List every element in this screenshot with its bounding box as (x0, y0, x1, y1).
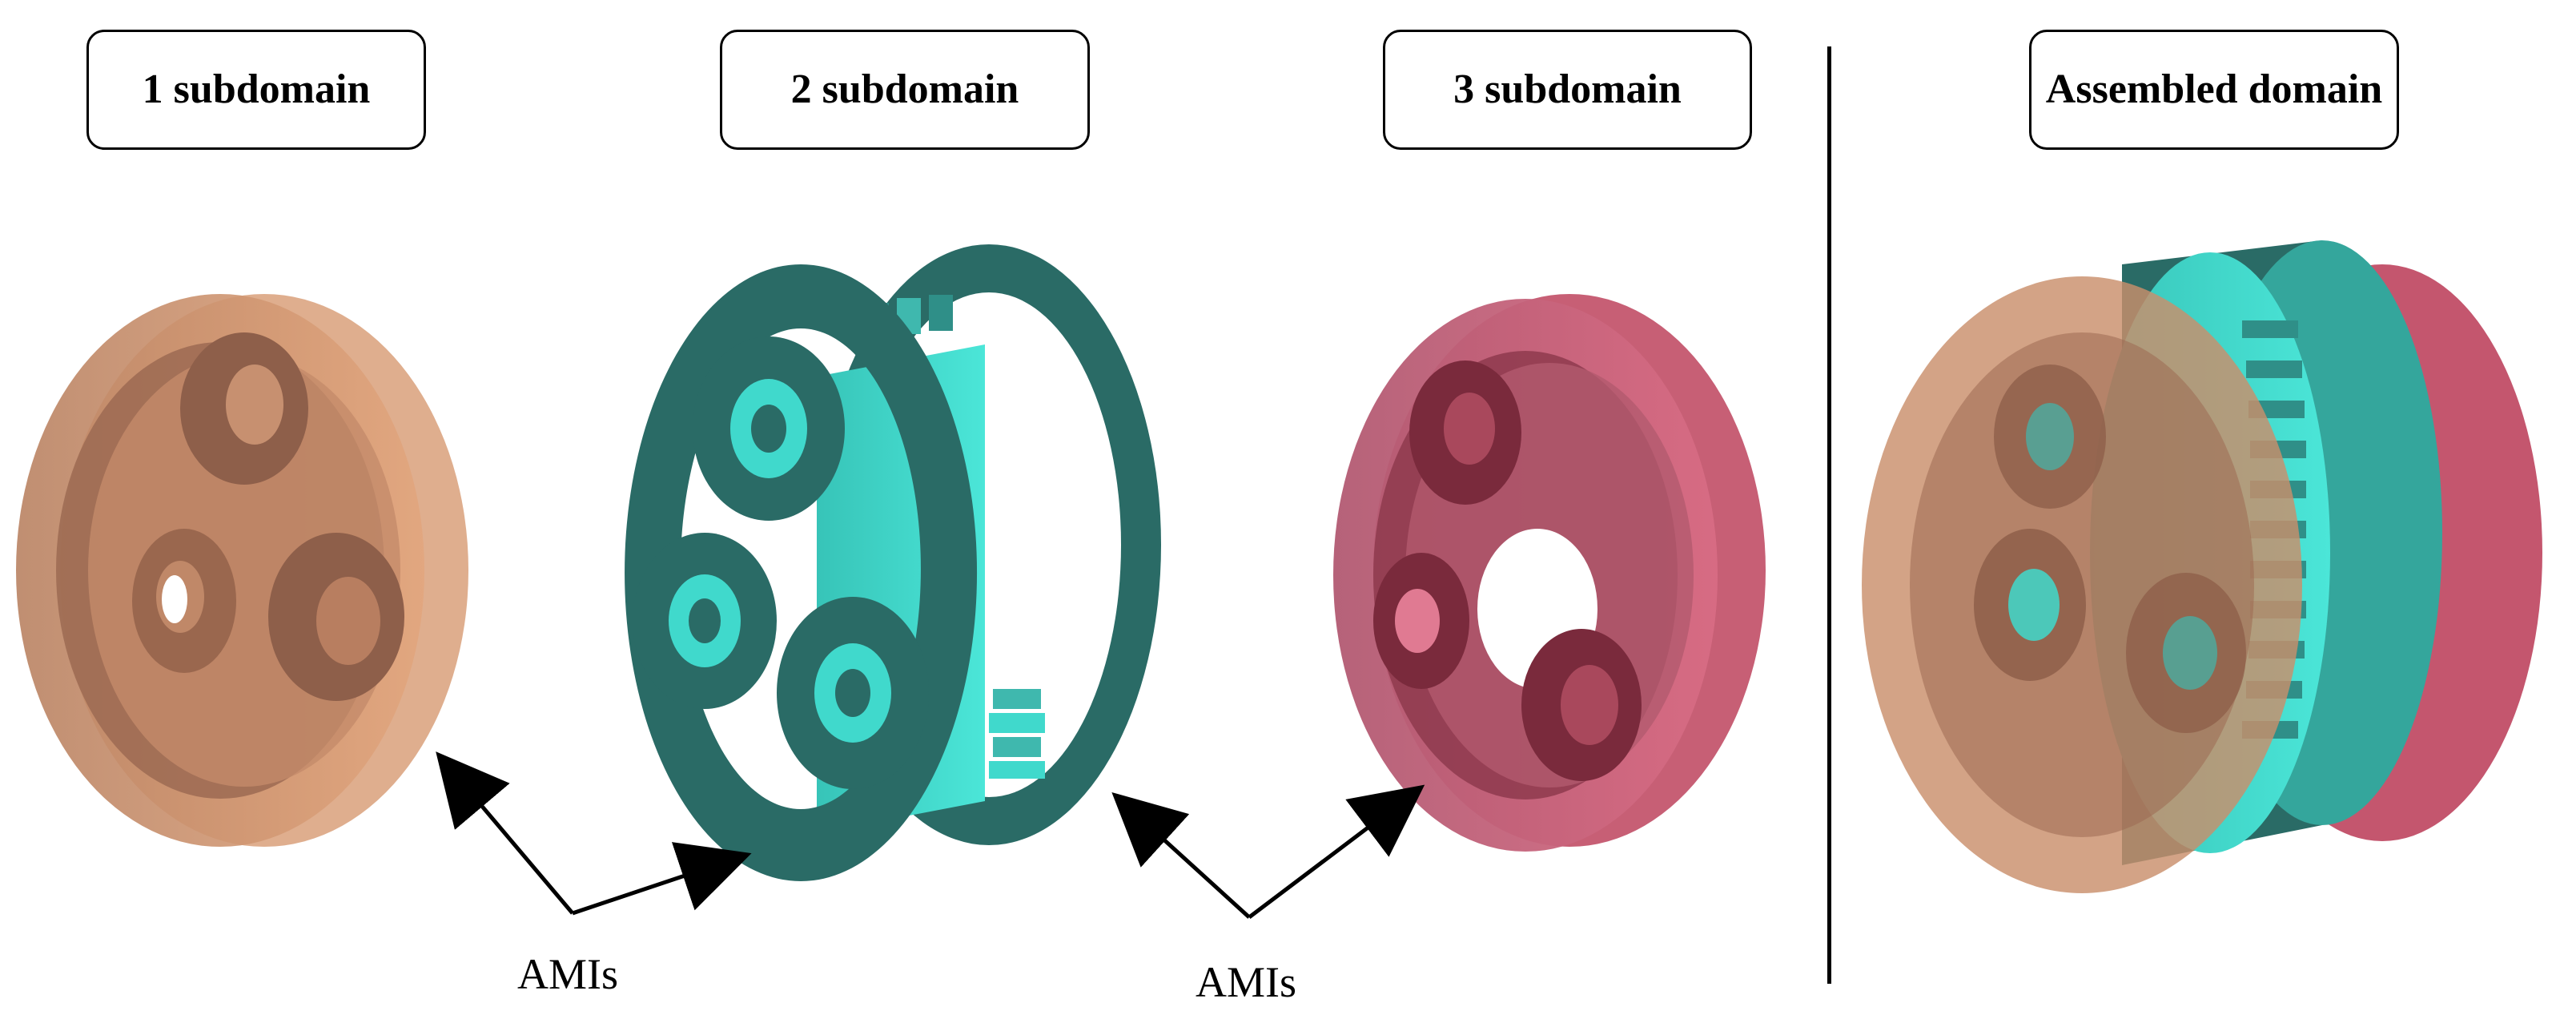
section-divider (1827, 46, 1831, 984)
subdomain-2-label: 2 subdomain (720, 30, 1090, 150)
subdomain-1-label: 1 subdomain (86, 30, 426, 150)
ami-arrows-right (1111, 784, 1425, 919)
assembled-domain-label: Assembled domain (2029, 30, 2399, 150)
ami-arrows-left (436, 751, 752, 916)
ami-label-left: AMIs (517, 950, 619, 998)
ami-label-right: AMIs (1196, 958, 1297, 1006)
assembled-domain-part (1862, 240, 2542, 893)
subdomain-3-part (1333, 294, 1766, 852)
subdomain-2-part (625, 244, 1161, 881)
subdomain-1-part (16, 294, 468, 847)
subdomain-3-label: 3 subdomain (1383, 30, 1752, 150)
